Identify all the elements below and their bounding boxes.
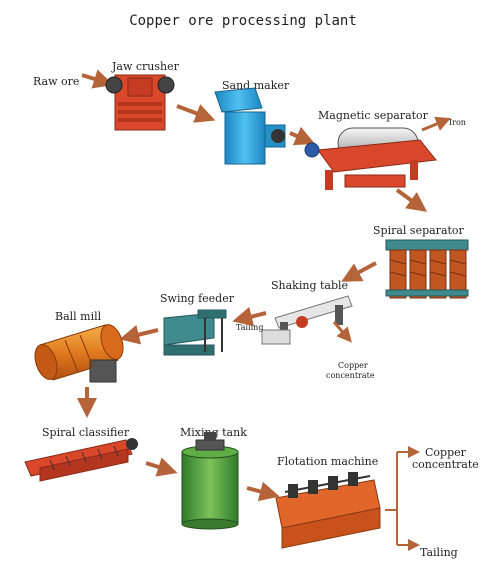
raw-ore-label: Raw ore <box>33 75 79 88</box>
arrow-feeder-to-ballmill <box>119 324 159 345</box>
shaking-table-machine <box>261 295 353 345</box>
arrow-tank-to-flotation <box>246 481 280 502</box>
arrow-jaw-to-sand <box>176 104 216 123</box>
shaking-copper-label-1: Copper <box>338 361 368 370</box>
magnetic-separator-label: Magnetic separator <box>318 109 429 122</box>
ball-mill-machine <box>34 324 124 383</box>
jaw-crusher-label: Jaw crusher <box>111 60 180 73</box>
arrow-shaking-to-feeder <box>232 306 267 327</box>
flotation-machine-equipment <box>275 472 381 549</box>
arrow-spiral-to-shaking <box>341 261 377 282</box>
flotation-machine-label: Flotation machine <box>277 455 378 468</box>
sand-maker-label: Sand maker <box>222 79 290 92</box>
diagram-title: Copper ore processing plant <box>129 13 357 29</box>
spiral-classifier-label: Spiral classifier <box>42 426 130 439</box>
final-tailing-label: Tailing <box>420 546 458 559</box>
mixing-tank-machine <box>181 432 239 530</box>
shaking-tailing-label: Tailing <box>236 323 263 332</box>
arrow-magnetic-to-spiral <box>395 188 428 212</box>
spiral-separator-machine <box>385 239 469 299</box>
shaking-table-label: Shaking table <box>271 279 348 292</box>
spiral-separator-label: Spiral separator <box>373 224 465 237</box>
shaking-copper-label-2: concentrate <box>326 371 375 380</box>
ball-mill-label: Ball mill <box>55 310 102 323</box>
swing-feeder-machine <box>163 309 227 356</box>
arrow-shaking-to-copper <box>332 321 352 343</box>
arrow-sand-to-magnetic <box>289 126 316 146</box>
arrow-magnetic-to-iron <box>421 116 451 132</box>
arrow-classifier-to-tank <box>145 457 178 477</box>
magnetic-separator-machine <box>304 127 437 190</box>
final-copper-label-1: Copper <box>425 446 467 459</box>
arrow-raw-to-jaw <box>81 69 114 89</box>
iron-label: Iron <box>449 118 466 127</box>
swing-feeder-label: Swing feeder <box>160 292 235 305</box>
final-copper-label-2: concentrate <box>412 458 479 471</box>
jaw-crusher-machine <box>105 74 175 131</box>
spiral-classifier-machine <box>24 438 138 482</box>
sand-maker-machine <box>214 87 286 165</box>
